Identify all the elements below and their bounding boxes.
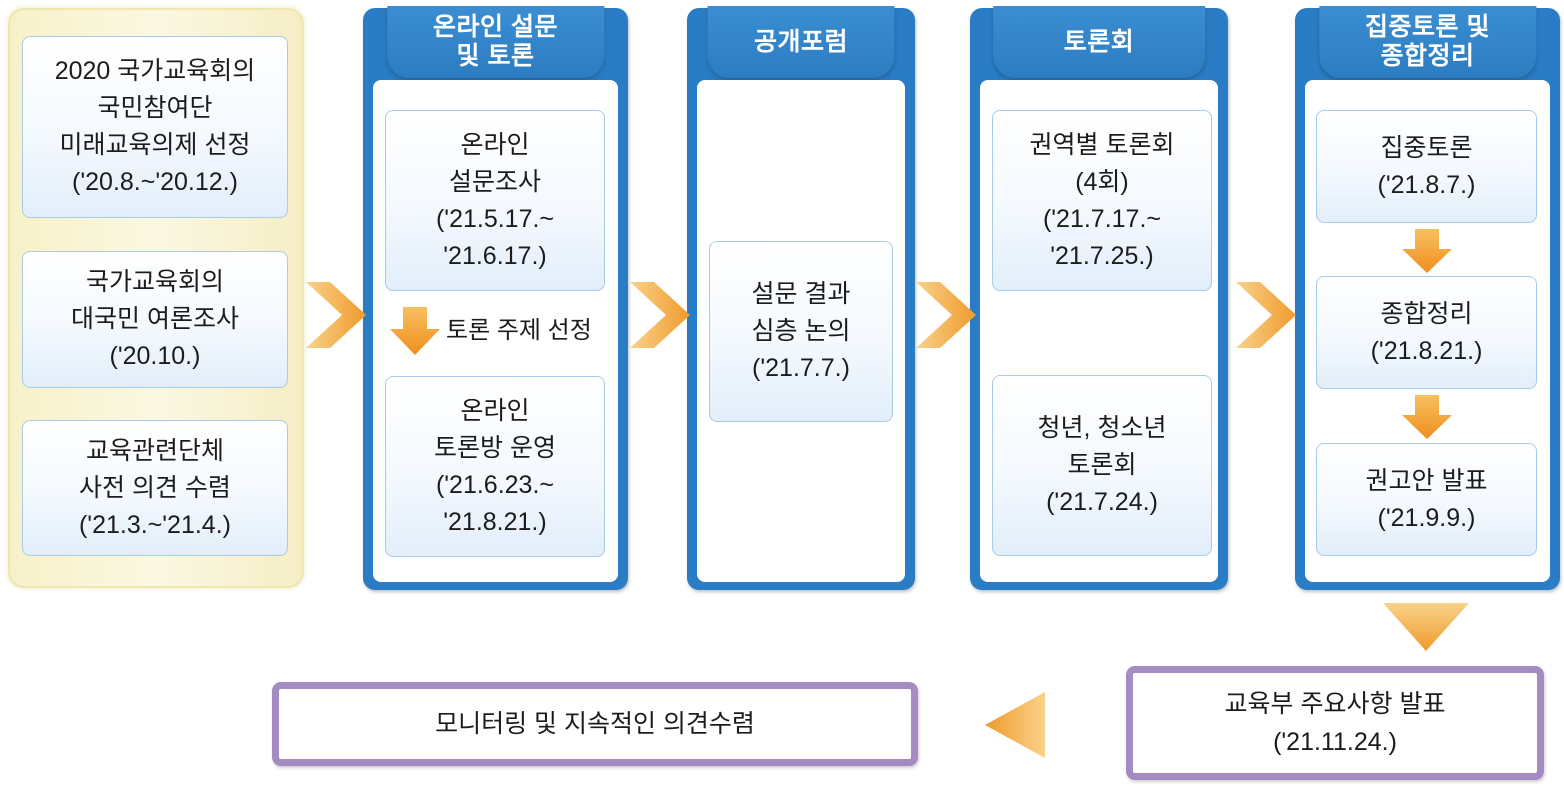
monitoring-box: 모니터링 및 지속적인 의견수렴 xyxy=(272,682,918,766)
stage-final-title: 집중토론 및 종합정리 xyxy=(1365,13,1490,70)
stage-final-tab: 집중토론 및 종합정리 xyxy=(1318,6,1537,78)
step-card-organization-opinions: 교육관련단체 사전 의견 수렴 ('21.3.~'21.4.) xyxy=(22,420,288,556)
down-arrow-icon xyxy=(390,307,440,355)
chevron-right-icon xyxy=(1236,282,1296,348)
step-card-youth-debate: 청년, 청소년 토론회 ('21.7.24.) xyxy=(992,375,1212,556)
step-card-future-agenda: 2020 국가교육회의 국민참여단 미래교육의제 선정 ('20.8.~'20.… xyxy=(22,36,288,218)
stage-online-tab: 온라인 설문 및 토론 xyxy=(386,6,605,78)
step-card-online-survey: 온라인 설문조사 ('21.5.17.~ '21.6.17.) xyxy=(385,110,605,291)
down-arrow-icon xyxy=(1402,229,1452,273)
chevron-right-icon xyxy=(630,282,690,348)
chevron-left-icon xyxy=(985,692,1045,758)
chevron-down-icon xyxy=(1383,603,1469,651)
ministry-announcement-box: 교육부 주요사항 발표 ('21.11.24.) xyxy=(1126,666,1544,780)
step-card-public-opinion-survey: 국가교육회의 대국민 여론조사 ('20.10.) xyxy=(22,251,288,388)
stage-debate-tab: 토론회 xyxy=(993,6,1205,78)
down-arrow-icon xyxy=(1402,395,1452,439)
step-card-regional-debate: 권역별 토론회 (4회) ('21.7.17.~ '21.7.25.) xyxy=(992,110,1212,291)
stage-open-forum-title: 공개포럼 xyxy=(753,27,849,56)
stage-debate-title: 토론회 xyxy=(1063,27,1135,56)
step-card-survey-result-discussion: 설문 결과 심층 논의 ('21.7.7.) xyxy=(709,241,893,422)
step-card-summary: 종합정리 ('21.8.21.) xyxy=(1316,276,1537,389)
step-card-recommendation-announcement: 권고안 발표 ('21.9.9.) xyxy=(1316,443,1537,556)
step-card-intensive-debate: 집중토론 ('21.8.7.) xyxy=(1316,110,1537,223)
topic-selection-note: 토론 주제 선정 xyxy=(446,317,592,344)
stage-online-title: 온라인 설문 및 토론 xyxy=(433,13,558,70)
chevron-right-icon xyxy=(916,282,976,348)
step-card-online-forum-room: 온라인 토론방 운영 ('21.6.23.~ '21.8.21.) xyxy=(385,376,605,557)
chevron-right-icon xyxy=(306,282,366,348)
stage-open-forum-tab: 공개포럼 xyxy=(707,6,895,78)
